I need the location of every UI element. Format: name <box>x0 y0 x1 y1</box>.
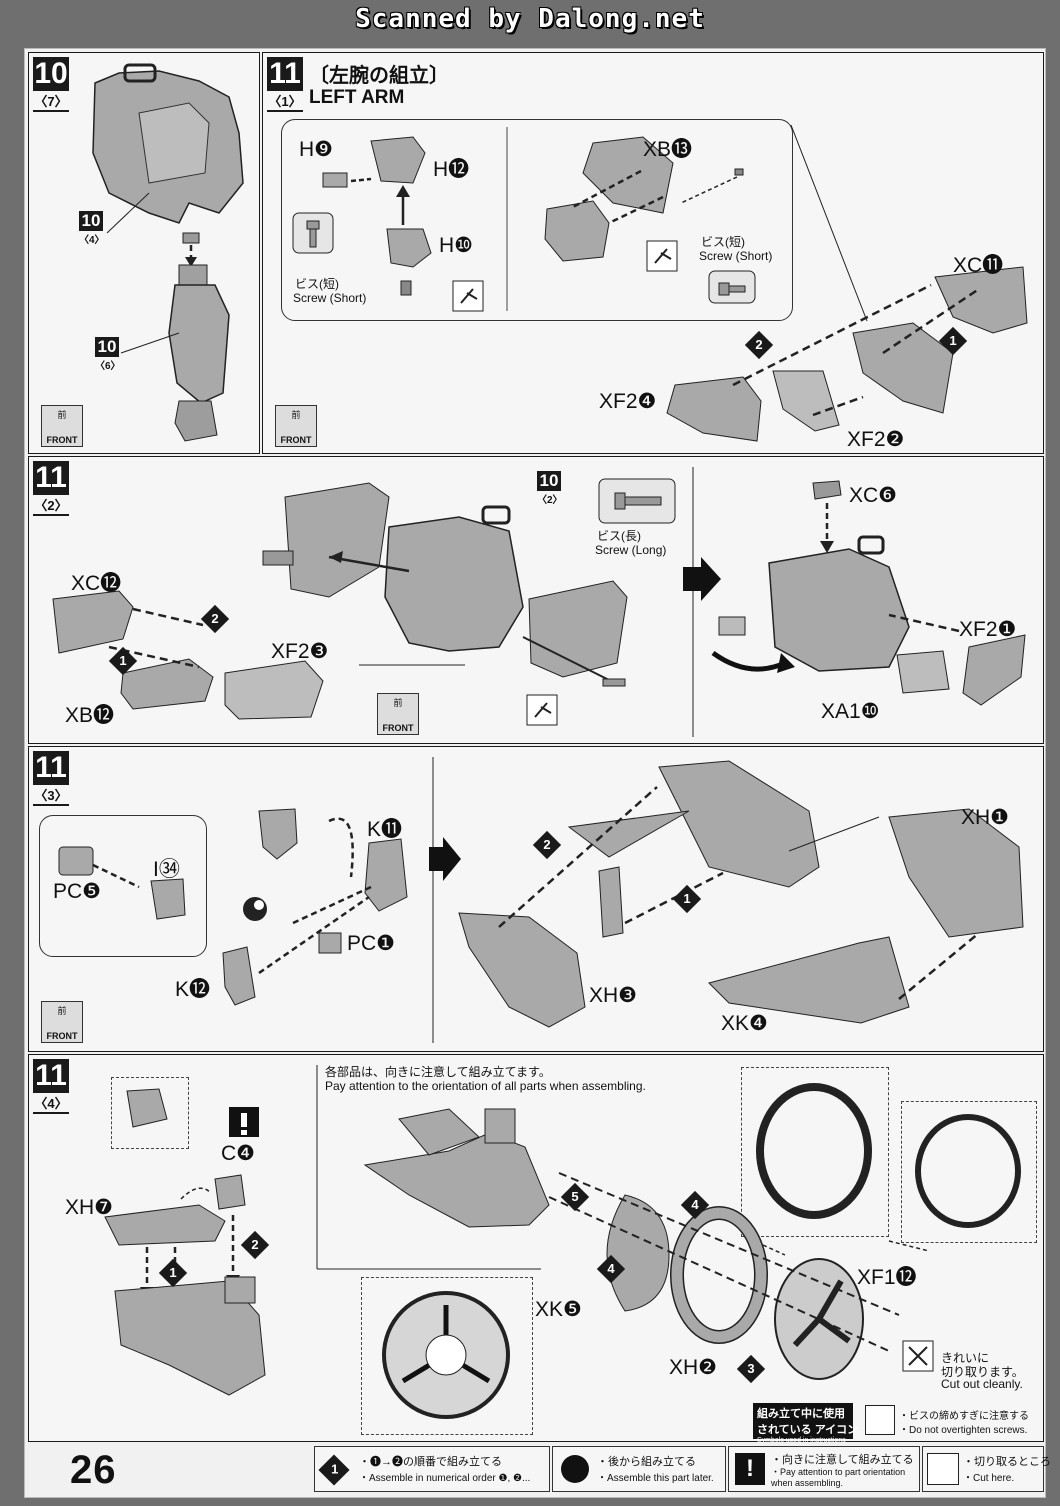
part-label-xa1-10: XA1❿ <box>821 700 880 723</box>
symbols-used-box: 組み立て中に使用 されている アイコン Symbols used in inst… <box>753 1403 858 1444</box>
part-label-xc6: XC❻ <box>849 484 897 507</box>
step-substep: 〈2〉 <box>33 495 69 516</box>
cut-icon <box>927 1453 959 1485</box>
step-marker-4-b: 4 <box>596 1254 626 1284</box>
part-label-xf1-12: XF1⓬ <box>857 1266 917 1289</box>
sub-assembly-frame <box>281 119 793 321</box>
cut-note-jp-2: 切り取ります。 <box>941 1365 1024 1379</box>
step-marker-2: 2 <box>240 1230 270 1260</box>
part-reference-10-2: 10 〈2〉 <box>537 471 563 506</box>
part-label-xh3: XH❸ <box>589 984 637 1007</box>
step-marker-2: 2 <box>744 330 774 360</box>
thruster-assembly-illustration <box>104 1065 1021 1419</box>
orientation-note-jp: 各部品は、向きに注意して組み立てます。 <box>325 1065 551 1079</box>
part-label-pc5: PC❺ <box>53 880 101 903</box>
section-title-en: LEFT ARM <box>309 87 405 108</box>
step-marker-1: 1 <box>938 326 968 356</box>
part-label-h10: H❿ <box>439 234 473 257</box>
step-11-3-panel: 11 〈3〉 PC❺ I㉞ K⓫ PC❶ K⓬ XH❸ XH❶ XK❹ <box>28 746 1044 1052</box>
detail-frame-4 <box>361 1277 533 1435</box>
legend-cut-here: ・切り取るところ ・Cut here. <box>922 1446 1051 1492</box>
step-substep: 〈1〉 <box>267 91 303 112</box>
part-label-k11: K⓫ <box>367 818 403 841</box>
hand-parts-illustration <box>292 124 1028 442</box>
legend-orientation: ! ・向きに注意して組み立てる ・Pay attention to part o… <box>728 1446 920 1492</box>
assemble-later-icon <box>561 1455 589 1483</box>
step-number: 10 <box>33 57 69 91</box>
arm-assembly-illustration <box>52 467 1026 737</box>
front-indicator-icon: 前 FRONT <box>275 405 317 447</box>
step-10-7-panel: 10 〈7〉 10 〈4〉 10 〈6〉 前 FRONT <box>28 52 260 454</box>
step-number: 11 <box>33 1059 69 1093</box>
part-label-xb12: XB⓬ <box>65 704 115 727</box>
step-11-2-panel: 11 〈2〉 <box>28 456 1044 744</box>
part-label-xh7: XH❼ <box>65 1196 113 1219</box>
step-marker-3: 3 <box>736 1354 766 1384</box>
step-number: 11 <box>267 57 303 91</box>
screw-long-label-en: Screw (Long) <box>595 543 667 557</box>
front-indicator-icon: 前 FRONT <box>41 405 83 447</box>
part-label-pc1: PC❶ <box>347 932 395 955</box>
step-marker-1: 1 <box>108 646 138 676</box>
step-substep: 〈7〉 <box>33 91 69 112</box>
detail-frame-3 <box>901 1101 1037 1243</box>
step-marker-1: 1 <box>672 884 702 914</box>
step-number: 11 <box>33 461 69 495</box>
part-label-xf2-3: XF2❸ <box>271 640 329 663</box>
page-number: 26 <box>70 1448 117 1492</box>
step-number: 11 <box>33 751 69 785</box>
detail-frame-2 <box>741 1067 889 1237</box>
orientation-note-en: Pay attention to the orientation of all … <box>325 1079 646 1093</box>
part-label-xc11: XC⓫ <box>953 254 1004 277</box>
part-label-h9: H❾ <box>299 138 333 161</box>
step-11-1-panel: 11 〈1〉 〔左腕の組立〕 LEFT ARM <box>262 52 1044 454</box>
part-label-k12: K⓬ <box>175 978 211 1001</box>
screw-short-label-jp: ビス(短) <box>295 277 339 291</box>
front-indicator-icon: 前 FRONT <box>377 693 419 735</box>
cut-note-jp-1: きれいに <box>941 1351 990 1365</box>
part-label-i34: I㉞ <box>153 858 180 881</box>
orientation-warning-icon: ! <box>735 1453 765 1485</box>
step-order-icon: 1 <box>318 1454 350 1486</box>
part-label-xc12: XC⓬ <box>71 572 122 595</box>
legend-numerical-order: 1 ・❶→❷の順番で組み立てる ・Assemble in numerical o… <box>314 1446 550 1492</box>
screw-warning-icon <box>865 1405 895 1435</box>
cut-note-en: Cut out cleanly. <box>941 1377 1023 1391</box>
screw-short-label-en-2: Screw (Short) <box>699 249 773 263</box>
scan-watermark: Scanned by Dalong.net <box>355 4 705 34</box>
screw-short-label-en: Screw (Short) <box>293 291 367 305</box>
part-label-xh1: XH❶ <box>961 806 1009 829</box>
part-label-xh2: XH❷ <box>669 1356 717 1379</box>
part-label-h12: H⓬ <box>433 158 470 181</box>
part-label-xf2-1: XF2❶ <box>959 618 1017 641</box>
screw-warning-note: ・ビスの締めすぎに注意する ・Do not overtighten screws… <box>863 1405 1039 1437</box>
part-reference-10-4: 10 〈4〉 <box>79 211 105 246</box>
step-marker-2: 2 <box>200 604 230 634</box>
legend-assemble-later: ・後から組み立てる ・Assemble this part later. <box>552 1446 726 1492</box>
part-label-c4: C❹ <box>221 1142 255 1165</box>
screw-short-label-jp-2: ビス(短) <box>701 235 745 249</box>
step-substep: 〈3〉 <box>33 785 69 806</box>
step-11-4-panel: 11 〈4〉 各部品は、向きに注意して組み立てます。 Pay attention… <box>28 1054 1044 1444</box>
part-label-xf2-4: XF2❹ <box>599 390 657 413</box>
part-label-xk4: XK❹ <box>721 1012 768 1035</box>
section-title-jp: 〔左腕の組立〕 <box>309 65 449 87</box>
step-marker-4: 4 <box>680 1190 710 1220</box>
part-label-xb13: XB⓭ <box>643 138 693 161</box>
screw-long-label-jp: ビス(長) <box>597 529 641 543</box>
part-reference-10-6: 10 〈6〉 <box>95 337 121 372</box>
step-marker-2: 2 <box>532 830 562 860</box>
torso-part-illustration <box>92 63 244 442</box>
detail-frame-1 <box>111 1077 189 1149</box>
step-substep: 〈4〉 <box>33 1093 69 1114</box>
step-marker-5: 5 <box>560 1182 590 1212</box>
step-marker-1: 1 <box>158 1258 188 1288</box>
part-label-xf2-2: XF2❷ <box>847 428 905 451</box>
hand-thruster-illustration <box>58 757 1024 1043</box>
part-label-xk5: XK❺ <box>535 1298 582 1321</box>
front-indicator-icon: 前 FRONT <box>41 1001 83 1043</box>
